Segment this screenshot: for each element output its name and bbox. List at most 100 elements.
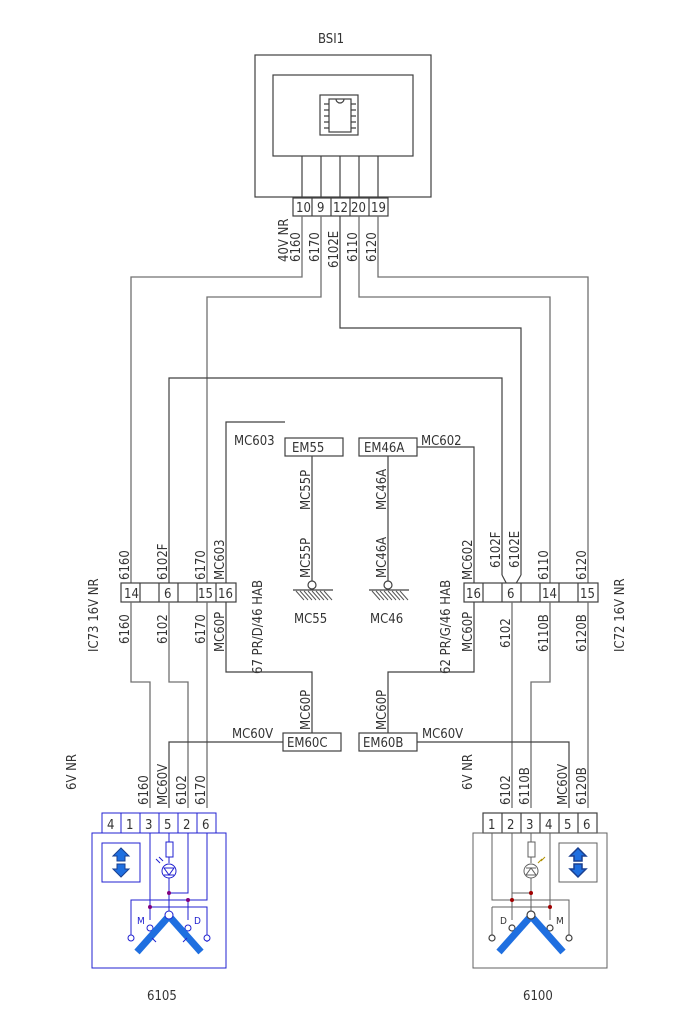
switch-pin: 6 bbox=[583, 818, 590, 833]
switch-6100[interactable]: D M bbox=[472, 832, 608, 969]
switch-6100-connector: 1 2 3 4 5 6 bbox=[482, 812, 598, 834]
arrow-down-icon bbox=[111, 863, 131, 878]
resistor-icon bbox=[165, 841, 174, 858]
switch-6100-connector-label: 6V NR bbox=[461, 754, 476, 790]
wire-label: MC60V bbox=[156, 764, 171, 805]
wire-label: 6102 bbox=[499, 618, 514, 648]
switch-pin: 5 bbox=[164, 818, 171, 833]
wire-MC60V-right[interactable] bbox=[417, 741, 570, 808]
arrow-up-icon bbox=[111, 847, 131, 862]
wire-label: MC60P bbox=[461, 612, 476, 652]
arrow-down-icon bbox=[568, 863, 588, 879]
ic73-pin: 14 bbox=[124, 587, 139, 602]
arrow-up-icon bbox=[568, 846, 588, 862]
ground-label: MC55 bbox=[294, 612, 327, 627]
ground-label: MC46 bbox=[370, 612, 403, 627]
switch-pin: 5 bbox=[564, 818, 571, 833]
wire-6160[interactable] bbox=[130, 216, 303, 583]
wire-label: MC60V bbox=[232, 727, 273, 742]
chip-icon bbox=[319, 94, 359, 136]
wire-label: 6170 bbox=[194, 614, 209, 644]
bsi-connector: 10 9 12 20 19 bbox=[292, 197, 389, 217]
switch-pin: 2 bbox=[183, 818, 190, 833]
wire-label: 6120B bbox=[575, 614, 590, 652]
switch-pin: 1 bbox=[126, 818, 133, 833]
switch-6105-connector: 4 1 3 5 2 6 bbox=[101, 812, 217, 834]
wire-MC603[interactable] bbox=[225, 421, 285, 583]
wire-label: MC46A bbox=[375, 469, 390, 510]
harness-label-right: 62 PR/G/46 HAB bbox=[439, 580, 454, 674]
resistor-icon bbox=[527, 841, 536, 858]
switch-pin: 6 bbox=[202, 818, 209, 833]
wire-6102F[interactable] bbox=[168, 377, 503, 583]
wire-label: MC60V bbox=[422, 727, 463, 742]
ic73-pin: 16 bbox=[218, 587, 233, 602]
wire-label: MC55P bbox=[299, 538, 314, 578]
wire-label: MC60P bbox=[213, 612, 228, 652]
wire-6110[interactable] bbox=[358, 216, 551, 583]
em55-box[interactable] bbox=[284, 437, 344, 457]
ic73-pin: 15 bbox=[198, 587, 213, 602]
bsi-pin: 10 bbox=[296, 201, 311, 216]
bsi-title: BSI1 bbox=[318, 32, 344, 47]
wire-MC60P-left[interactable] bbox=[225, 602, 313, 735]
em60c-label: EM60C bbox=[287, 736, 328, 751]
ic72-connector: 16 6 14 15 bbox=[463, 582, 599, 603]
wire-label: 6110B bbox=[537, 614, 552, 652]
wire-label: MC603 bbox=[234, 434, 275, 449]
bsi-pin: 20 bbox=[351, 201, 366, 216]
wire-label: 6102 bbox=[175, 775, 190, 805]
wire-label: 6160 bbox=[118, 614, 133, 644]
wire-MC60V-left[interactable] bbox=[168, 741, 283, 808]
ground-icon bbox=[293, 580, 333, 601]
wire-label: 6110 bbox=[346, 232, 361, 262]
wire-6170[interactable] bbox=[206, 216, 322, 583]
wire-label: 6160 bbox=[289, 232, 304, 262]
led-icon bbox=[523, 856, 546, 879]
wire-label: 6170 bbox=[308, 232, 323, 262]
wire-6110B[interactable] bbox=[530, 602, 551, 808]
ic72-pin: 16 bbox=[466, 587, 481, 602]
wire-MC602[interactable] bbox=[417, 446, 475, 583]
switch-pin: 4 bbox=[545, 818, 552, 833]
ic72-pin: 15 bbox=[580, 587, 595, 602]
wire-label: 6102 bbox=[156, 614, 171, 644]
ic72-pin: 14 bbox=[542, 587, 557, 602]
ic73-pin: 6 bbox=[164, 587, 171, 602]
wire-6160-lower[interactable] bbox=[130, 602, 151, 808]
em60b-label: EM60B bbox=[363, 736, 403, 751]
wire-label: 6102E bbox=[327, 231, 342, 268]
wire-6102E[interactable] bbox=[339, 216, 522, 575]
motor-label: D bbox=[500, 916, 507, 927]
wire-label: MC60P bbox=[299, 690, 314, 730]
em46a-label: EM46A bbox=[364, 441, 404, 456]
wire-label: 6110B bbox=[518, 767, 533, 805]
bsi-pin: 9 bbox=[317, 201, 324, 216]
wire-label: 6102 bbox=[499, 775, 514, 805]
wire-label: 6120B bbox=[575, 767, 590, 805]
wire-label: 6160 bbox=[118, 550, 133, 580]
wire-MC60P-right[interactable] bbox=[387, 602, 475, 735]
switch-6105[interactable]: M D bbox=[91, 832, 227, 969]
wire-label: 6102F bbox=[489, 531, 504, 568]
bsi-module[interactable] bbox=[254, 54, 432, 198]
wire-label: MC60V bbox=[556, 764, 571, 805]
bsi-connector-label: 40V NR bbox=[277, 219, 292, 262]
ic73-connector: 14 6 15 16 bbox=[120, 582, 237, 603]
wire-6120[interactable] bbox=[377, 216, 589, 583]
wire-label: MC60P bbox=[375, 690, 390, 730]
rocker-icon bbox=[496, 910, 566, 955]
wire-label: 6120 bbox=[365, 232, 380, 262]
wire-label: MC55P bbox=[299, 470, 314, 510]
bsi-pin: 12 bbox=[333, 201, 348, 216]
switch-pin: 3 bbox=[145, 818, 152, 833]
switch-6105-connector-label: 6V NR bbox=[65, 754, 80, 790]
wire-label: MC46A bbox=[375, 537, 390, 578]
wire-label: MC602 bbox=[421, 434, 462, 449]
wire-6102-lower[interactable] bbox=[168, 602, 189, 808]
wire-label: 6160 bbox=[137, 775, 152, 805]
switch-pin: 4 bbox=[107, 818, 114, 833]
wire-label: 6170 bbox=[194, 775, 209, 805]
led-icon bbox=[155, 856, 177, 879]
